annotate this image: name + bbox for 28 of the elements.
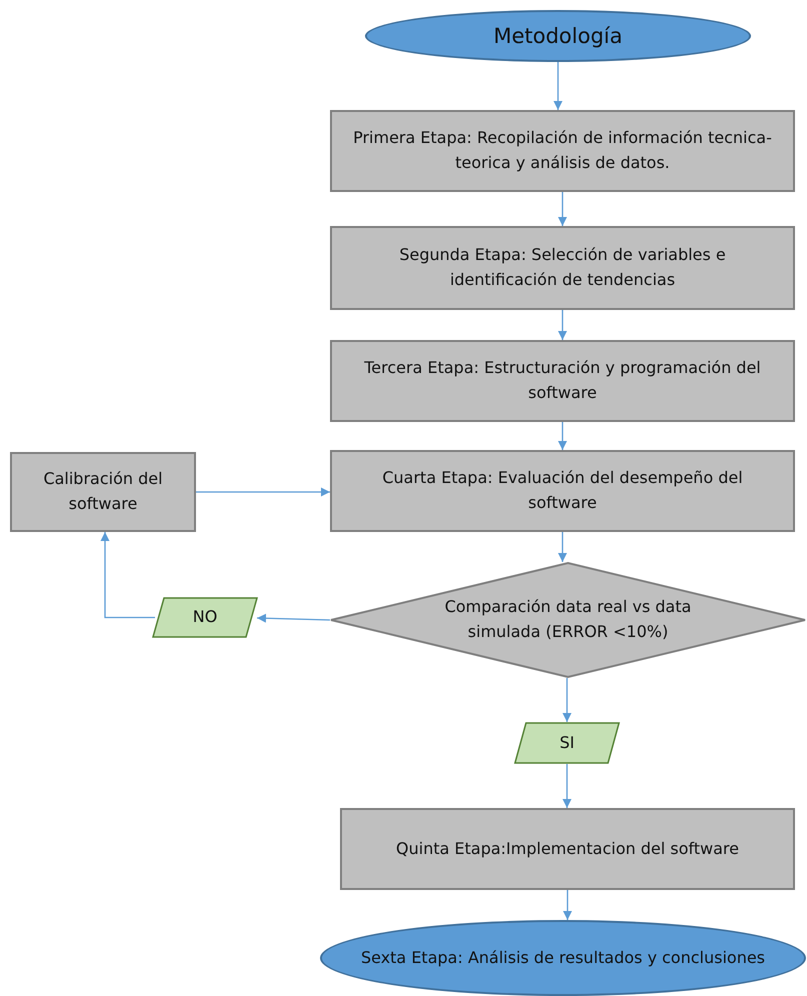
node-label: SI xyxy=(558,732,576,754)
arrow xyxy=(558,192,567,226)
node-label: Metodología xyxy=(492,22,624,50)
arrow xyxy=(554,62,562,110)
process-box xyxy=(340,808,795,890)
process-box xyxy=(10,452,196,532)
arrow xyxy=(558,532,567,562)
node-label: Quinta Etapa:Implementacion del software xyxy=(395,838,740,860)
arrow xyxy=(256,614,330,623)
arrow xyxy=(562,764,572,808)
node-label: Comparación data real vs data simulada (ERROR <10%) xyxy=(444,596,692,643)
arrow xyxy=(562,678,572,722)
arrow xyxy=(558,310,567,340)
node-label: Cuarta Etapa: Evaluación del desempeño del software xyxy=(381,467,744,514)
node-label: Calibración del software xyxy=(42,468,164,515)
arrow xyxy=(563,890,572,920)
arrow xyxy=(558,422,567,450)
process-box xyxy=(330,226,795,310)
arrow xyxy=(196,488,330,496)
node-label: Segunda Etapa: Selección de variables e identificación de tendencias xyxy=(398,244,727,291)
arrow xyxy=(100,532,155,618)
node-label: NO xyxy=(192,606,218,628)
node-label: Primera Etapa: Recopilación de información tecnica-teorica y análisis de datos. xyxy=(352,127,773,174)
process-box xyxy=(330,340,795,422)
process-box xyxy=(330,450,795,532)
node-label: Sexta Etapa: Análisis de resultados y conclusiones xyxy=(360,946,766,969)
node-label: Tercera Etapa: Estructuración y programación del software xyxy=(363,357,762,404)
process-box xyxy=(330,110,795,192)
